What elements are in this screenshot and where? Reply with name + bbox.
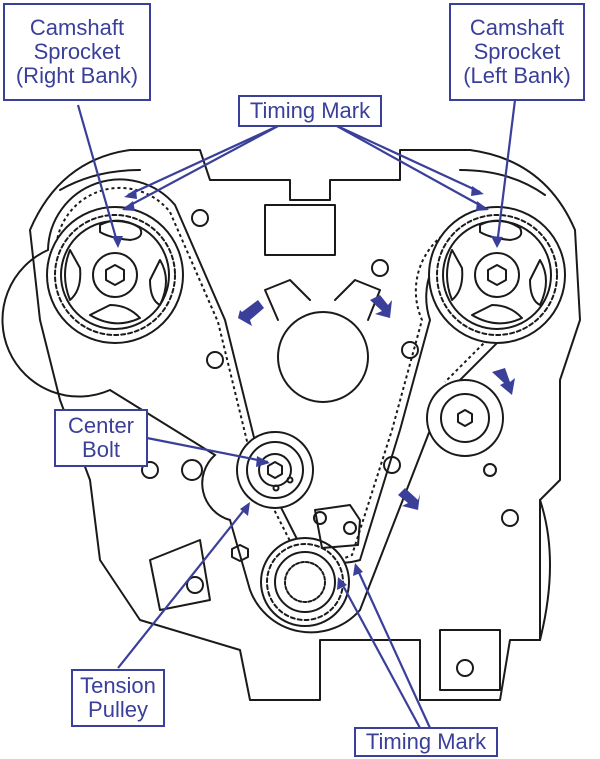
center-bolt <box>267 461 283 479</box>
leader-cam-left <box>495 99 517 246</box>
leader-arrowheads <box>112 186 503 590</box>
callout-center-bolt: Center Bolt <box>54 409 148 467</box>
leader-cam-right <box>76 104 120 246</box>
auto-tensioner <box>313 504 361 549</box>
crankshaft-sprocket <box>260 537 350 627</box>
callout-tension-pulley: Tension Pulley <box>71 669 165 727</box>
oil-pan-block <box>439 629 501 691</box>
oil-pan-right <box>539 499 551 641</box>
leader-timing-mark-case <box>354 565 432 729</box>
engine-outline <box>29 149 581 701</box>
leader-tension-pulley <box>117 504 249 669</box>
leader-center-bolt <box>146 436 269 464</box>
water-pump <box>264 279 381 403</box>
leader-lines <box>76 99 517 729</box>
direction-arrow <box>398 488 420 510</box>
camshaft-sprocket-right-bank <box>46 206 184 344</box>
callout-timing-mark-top: Timing Mark <box>238 95 382 127</box>
leader-timing-mark-crank <box>339 579 421 729</box>
idler-pulley <box>426 379 504 457</box>
callout-camshaft-sprocket-left-bank: Camshaft Sprocket (Left Bank) <box>449 3 585 101</box>
callout-camshaft-sprocket-right-bank: Camshaft Sprocket (Right Bank) <box>3 3 151 101</box>
direction-arrow <box>238 300 264 326</box>
camshaft-sprocket-left-bank <box>428 206 566 344</box>
callout-timing-mark-bottom: Timing Mark <box>354 727 498 757</box>
belt-direction-arrows <box>238 295 515 510</box>
direction-arrow <box>370 295 392 318</box>
tension-pulley <box>236 431 314 509</box>
drain-plug <box>456 659 474 677</box>
misc-bolts <box>141 204 519 611</box>
direction-arrow <box>492 368 515 395</box>
